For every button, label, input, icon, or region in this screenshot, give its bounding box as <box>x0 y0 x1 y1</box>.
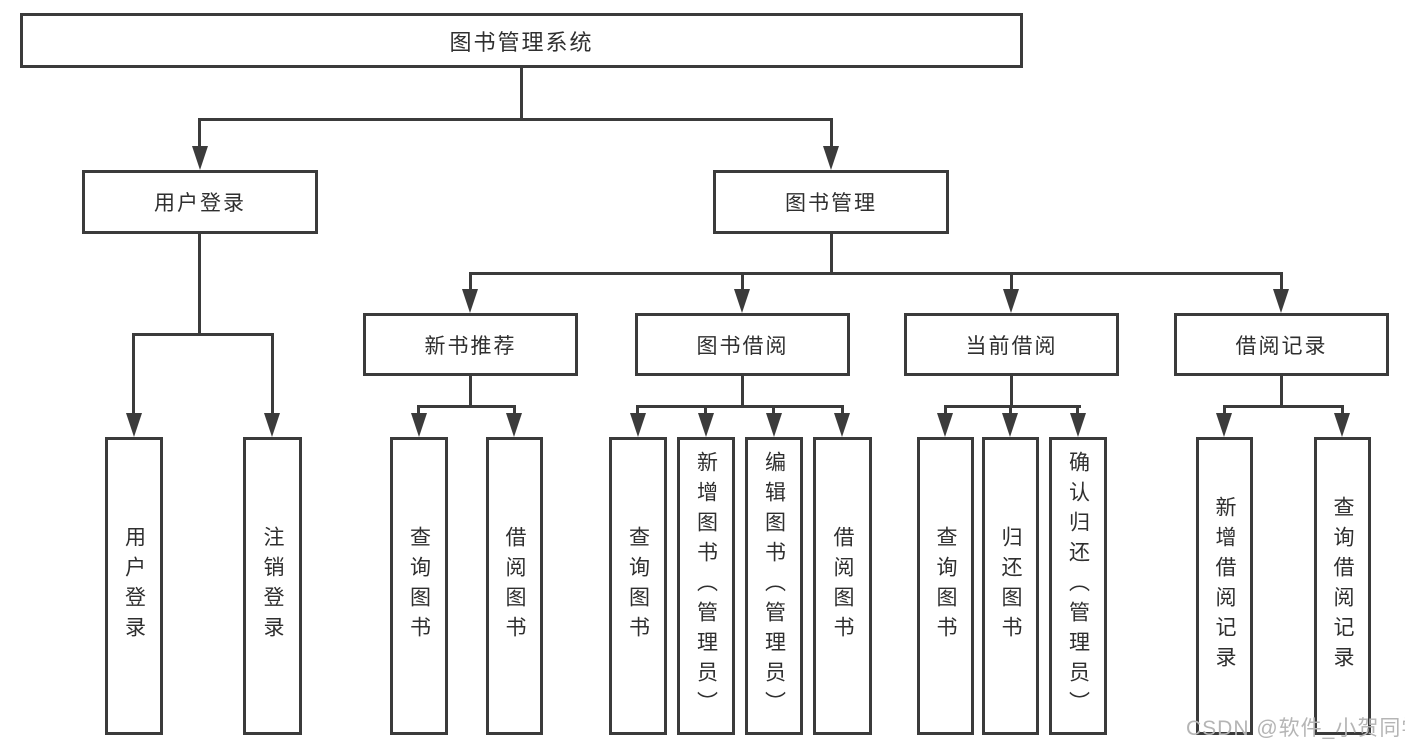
leaf-cb-query-books: 查询图书 <box>917 437 974 735</box>
connector-bb-hline <box>636 405 844 408</box>
connector-drop-bb-edit <box>772 405 775 417</box>
arrowhead-bb-borrow <box>834 413 850 437</box>
node-book-borrow: 图书借阅 <box>635 313 850 376</box>
leaf-logout: 注销登录 <box>243 437 302 735</box>
connector-userlogin-hline <box>132 333 274 336</box>
connector-br-stem <box>1280 376 1283 407</box>
connector-drop-user-login <box>198 118 201 150</box>
arrowhead-nbr-borrow <box>506 413 522 437</box>
arrowhead-cb-return <box>1002 413 1018 437</box>
node-current-borrow: 当前借阅 <box>904 313 1119 376</box>
connector-drop-bb-add <box>704 405 707 417</box>
arrowhead-leaf-logout <box>264 413 280 437</box>
connector-drop-current-borrow <box>1010 272 1013 292</box>
connector-cb-stem <box>1010 376 1013 407</box>
node-borrow-records: 借阅记录 <box>1174 313 1389 376</box>
connector-cb-hline <box>944 405 1081 408</box>
leaf-nbr-query-books: 查询图书 <box>390 437 448 735</box>
connector-bookmgmt-hline <box>469 272 1282 275</box>
connector-drop-borrow-records <box>1280 272 1283 292</box>
connector-bookmgmt-stem <box>830 234 833 275</box>
connector-drop-br-query <box>1341 405 1344 417</box>
arrowhead-bb-add <box>698 413 714 437</box>
leaf-user-login: 用户登录 <box>105 437 163 735</box>
connector-root-stem <box>520 68 523 121</box>
connector-drop-br-add <box>1223 405 1226 417</box>
connector-drop-new-book-rec <box>469 272 472 292</box>
leaf-bb-add-books-admin: 新增图书（管理员） <box>677 437 735 735</box>
leaf-bb-query-books: 查询图书 <box>609 437 667 735</box>
leaf-nbr-borrow-books: 借阅图书 <box>486 437 543 735</box>
node-new-book-rec: 新书推荐 <box>363 313 578 376</box>
connector-nbr-stem <box>469 376 472 407</box>
leaf-br-add-record: 新增借阅记录 <box>1196 437 1253 735</box>
leaf-cb-confirm-return-admin: 确认归还（管理员） <box>1049 437 1107 735</box>
arrowhead-book-mgmt <box>823 146 839 170</box>
arrowhead-bb-edit <box>766 413 782 437</box>
csdn-watermark: CSDN @软件_小贺同学 <box>1186 717 1405 740</box>
arrowhead-br-query <box>1334 413 1350 437</box>
connector-root-hline <box>198 118 832 121</box>
arrowhead-bb-query <box>630 413 646 437</box>
arrowhead-current-borrow <box>1003 289 1019 313</box>
connector-drop-cb-confirm <box>1076 405 1079 417</box>
node-user-login: 用户登录 <box>82 170 318 234</box>
connector-drop-leaf-user-login <box>132 333 135 417</box>
connector-bb-stem <box>741 376 744 407</box>
connector-drop-bb-query <box>636 405 639 417</box>
connector-br-hline <box>1223 405 1344 408</box>
arrowhead-book-borrow <box>734 289 750 313</box>
connector-drop-book-borrow <box>741 272 744 292</box>
node-book-mgmt: 图书管理 <box>713 170 949 234</box>
connector-drop-cb-query <box>944 405 947 417</box>
arrowhead-cb-query <box>937 413 953 437</box>
arrowhead-user-login <box>192 146 208 170</box>
node-library-system: 图书管理系统 <box>20 13 1023 68</box>
leaf-cb-return-books: 归还图书 <box>982 437 1039 735</box>
leaf-bb-edit-books-admin: 编辑图书（管理员） <box>745 437 803 735</box>
arrowhead-br-add <box>1216 413 1232 437</box>
arrowhead-new-book-rec <box>462 289 478 313</box>
connector-drop-bb-borrow <box>841 405 844 417</box>
connector-nbr-hline <box>417 405 516 408</box>
connector-drop-cb-return <box>1009 405 1012 417</box>
connector-userlogin-stem <box>198 234 201 336</box>
arrowhead-borrow-records <box>1273 289 1289 313</box>
arrowhead-nbr-query <box>411 413 427 437</box>
connector-drop-nbr-borrow <box>513 405 516 417</box>
leaf-bb-borrow-books: 借阅图书 <box>813 437 872 735</box>
arrowhead-leaf-user-login <box>126 413 142 437</box>
leaf-br-query-record: 查询借阅记录 <box>1314 437 1371 735</box>
arrowhead-cb-confirm <box>1070 413 1086 437</box>
connector-drop-nbr-query <box>417 405 420 417</box>
connector-drop-leaf-logout <box>271 333 274 417</box>
connector-drop-book-mgmt <box>830 118 833 150</box>
